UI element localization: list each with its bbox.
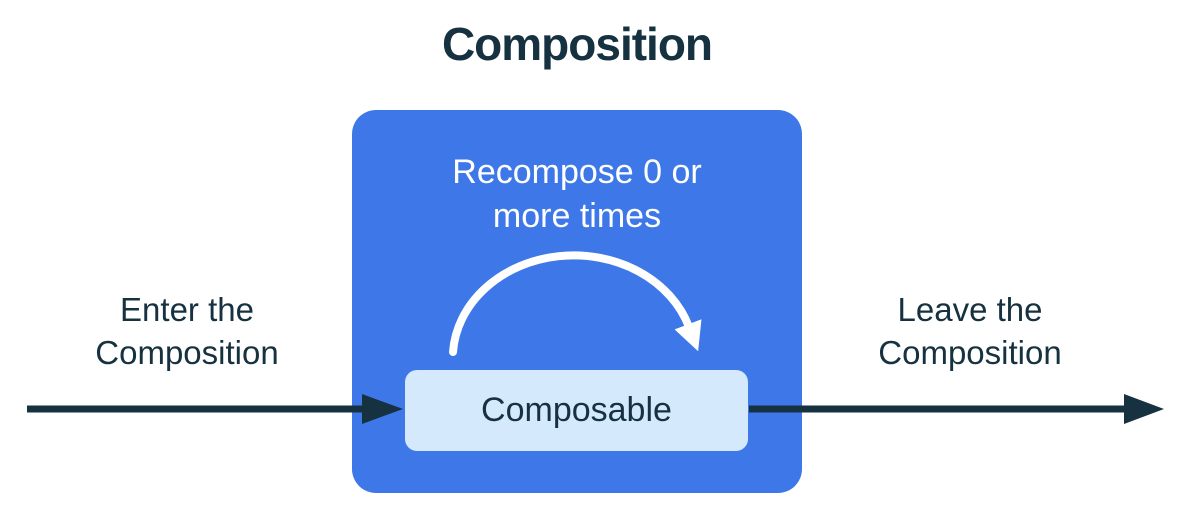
enter-arrow-icon <box>27 394 403 424</box>
leave-composition-label: Leave the Composition <box>878 291 1062 371</box>
composable-label: Composable <box>481 391 672 429</box>
recompose-label: Recompose 0 or more times <box>452 153 702 235</box>
composable-node: Composable <box>405 370 748 451</box>
diagram-title: Composition <box>441 18 713 70</box>
enter-composition-label: Enter the Composition <box>95 291 279 371</box>
leave-arrow-icon <box>749 394 1164 424</box>
